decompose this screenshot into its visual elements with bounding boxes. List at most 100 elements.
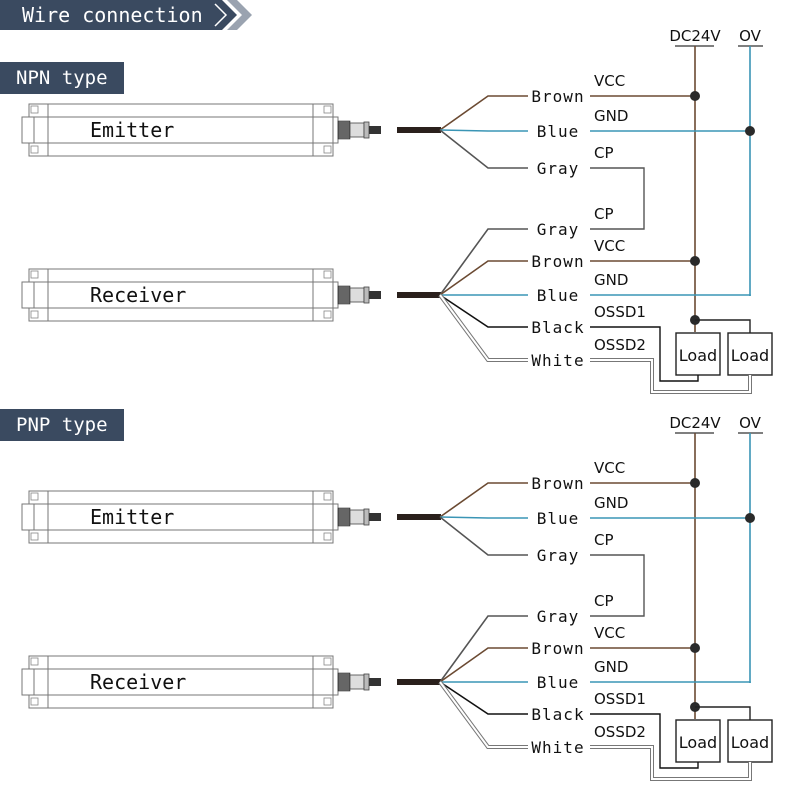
npn-receiver-wire-gray-signal-label: CP	[594, 205, 614, 223]
npn-receiver-wire-black	[439, 294, 528, 328]
banner-chevron-icon	[205, 0, 252, 30]
npn-receiver-sensor-body	[21, 268, 441, 322]
npn-receiver-wire-black-signal-label: OSSD1	[594, 303, 646, 321]
npn-receiver-wire-blue-signal-label: GND	[594, 271, 628, 289]
npn-receiver-wire-brown-signal-label: VCC	[594, 237, 625, 255]
pnp-receiver-wire-black	[439, 681, 528, 715]
npn-receiver-wire-gray	[439, 228, 528, 296]
npn-load-box-1	[675, 332, 721, 376]
pnp-emitter-bracket-mark	[30, 492, 39, 501]
pnp-emitter-connector-body	[349, 509, 365, 525]
npn-dc24v-label: DC24V	[669, 27, 721, 45]
pnp-receiver-connector-collar	[363, 673, 370, 691]
pnp-receiver-wire-black-signal-label: OSSD1	[594, 690, 646, 708]
pnp-emitter-wire-brown	[439, 482, 528, 518]
pnp-dc24v-label: DC24V	[669, 414, 721, 432]
npn-emitter-sensor-body	[21, 103, 441, 157]
npn-emitter-wire-blue	[439, 129, 528, 132]
pnp-load-label-1: Load	[679, 733, 717, 752]
npn-emitter-wire-gray	[439, 129, 528, 169]
pnp-receiver-wire-brown-signal-label: VCC	[594, 624, 625, 642]
pnp-receiver-wire-gray-signal-label: CP	[594, 592, 614, 610]
pnp-receiver-wire-brown	[439, 647, 528, 683]
npn-receiver-label: Receiver	[90, 283, 186, 307]
npn-emitter-wire-brown-color-label: Brown	[531, 87, 584, 106]
npn-emitter-bracket-mark	[30, 145, 39, 154]
npn-ossd2-link	[590, 359, 751, 393]
pnp-emitter-label: Emitter	[90, 505, 174, 529]
npn-emitter-vcc-junction	[690, 91, 700, 101]
npn-type-label: NPN type	[0, 62, 124, 94]
pnp-emitter-wire-gray	[439, 516, 528, 556]
npn-receiver-outer-frame	[28, 268, 334, 322]
pnp-receiver-bracket-mark	[30, 657, 39, 666]
npn-emitter-left-end-cap	[21, 116, 35, 144]
npn-emitter-connector-collar	[363, 121, 370, 139]
pnp-receiver-wire-white	[439, 681, 528, 748]
pnp-receiver-wire-white-signal-label: OSSD2	[594, 723, 646, 741]
pnp-emitter-cable	[397, 514, 441, 520]
npn-receiver-cable-stub	[369, 291, 381, 299]
pnp-receiver-wire-gray-color-label: Gray	[537, 607, 580, 626]
pnp-receiver-cable-stub	[369, 678, 381, 686]
pnp-emitter-outer-frame	[28, 490, 334, 544]
pnp-receiver-bracket-mark	[323, 697, 332, 706]
pnp-load-supply-link	[695, 706, 751, 720]
pnp-receiver-cable	[397, 679, 441, 685]
pnp-ossd2-link-outline	[590, 745, 752, 781]
npn-receiver-wire-brown-color-label: Brown	[531, 252, 584, 271]
pnp-cp-link	[590, 554, 645, 617]
pnp-ossd1-link	[590, 713, 699, 769]
npn-emitter-cable	[397, 127, 441, 133]
npn-receiver-bracket-mark	[30, 270, 39, 279]
npn-receiver-wire-brown	[439, 260, 528, 296]
pnp-receiver-bracket-mark	[30, 697, 39, 706]
npn-emitter-bracket-mark	[323, 105, 332, 114]
pnp-receiver-wire-gray	[439, 615, 528, 683]
npn-receiver-bracket-mark	[323, 310, 332, 319]
npn-emitter-wire-blue-color-label: Blue	[537, 122, 580, 141]
pnp-receiver-outer-frame	[28, 655, 334, 709]
npn-receiver-wire-blue-color-label: Blue	[537, 286, 580, 305]
pnp-emitter-bracket-mark	[323, 532, 332, 541]
pnp-emitter-wire-brown-signal-label: VCC	[594, 459, 625, 477]
pnp-receiver-sensor-body	[21, 655, 441, 709]
npn-receiver-bracket-mark	[30, 310, 39, 319]
pnp-emitter-gnd-junction	[745, 513, 755, 523]
pnp-receiver-label: Receiver	[90, 670, 186, 694]
npn-emitter-wire-brown-signal-label: VCC	[594, 72, 625, 90]
npn-emitter-wire-brown	[439, 95, 528, 131]
npn-emitter-wire-blue-signal-label: GND	[594, 107, 628, 125]
npn-emitter-gnd-junction	[745, 126, 755, 136]
pnp-load-label-2: Load	[731, 733, 769, 752]
pnp-emitter-vcc-junction	[690, 478, 700, 488]
pnp-emitter-wire-brown-color-label: Brown	[531, 474, 584, 493]
pnp-emitter-left-end-cap	[21, 503, 35, 531]
page-title: Wire connection	[0, 0, 222, 30]
npn-receiver-connector-body	[349, 287, 365, 303]
npn-receiver-wire-gray-color-label: Gray	[537, 220, 580, 239]
pnp-emitter-wire-blue-signal-label: GND	[594, 494, 628, 512]
npn-receiver-connector-collar	[363, 286, 370, 304]
npn-ossd2-link-outline	[590, 358, 752, 394]
npn-emitter-wire-gray-signal-label: CP	[594, 144, 614, 162]
npn-emitter-connector-body	[349, 122, 365, 138]
pnp-emitter-wire-gray-signal-label: CP	[594, 531, 614, 549]
pnp-emitter-wire-blue	[439, 516, 528, 519]
pnp-emitter-bracket-mark	[323, 492, 332, 501]
npn-emitter-wire-gray-color-label: Gray	[537, 159, 580, 178]
npn-load-supply-link	[695, 319, 751, 333]
npn-emitter-outer-frame	[28, 103, 334, 157]
npn-ov-label: OV	[739, 27, 762, 45]
npn-load-label-2: Load	[731, 346, 769, 365]
npn-emitter-label: Emitter	[90, 118, 174, 142]
pnp-emitter-connector-collar	[363, 508, 370, 526]
npn-receiver-wire-white-signal-label: OSSD2	[594, 336, 646, 354]
pnp-receiver-vcc-junction	[690, 643, 700, 653]
pnp-emitter-cable-stub	[369, 513, 381, 521]
pnp-emitter-bracket-mark	[30, 532, 39, 541]
npn-receiver-wire-black-color-label: Black	[531, 318, 584, 337]
npn-receiver-gnd-link	[590, 294, 751, 296]
npn-receiver-wire-white-color-label: White	[531, 351, 584, 370]
